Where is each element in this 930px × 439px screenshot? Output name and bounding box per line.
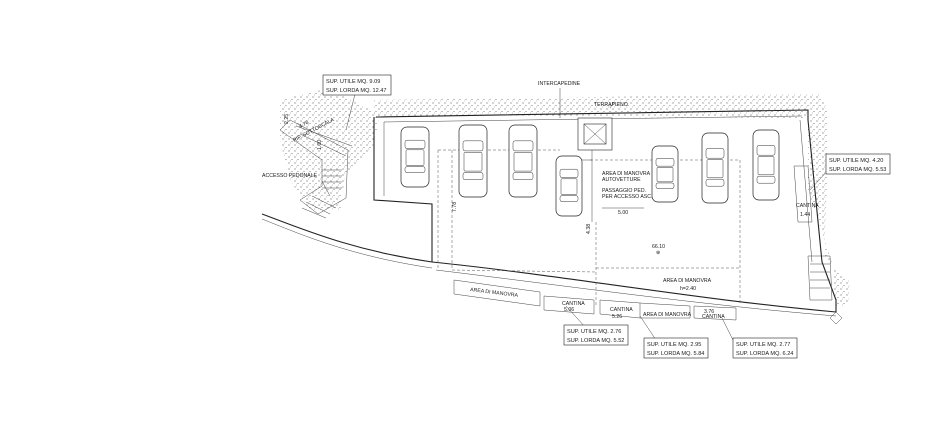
cantina-label-2: CANTINA: [610, 307, 633, 313]
info-box-5: SUP. UTILE MQ. 2.77 SUP. LORDA MQ. 6.24: [732, 337, 798, 359]
car-3: [508, 124, 538, 198]
dim-778: 7.78: [452, 202, 458, 212]
h-value-label: h=2.40: [680, 286, 696, 292]
area-manovra-autovetture-1: AREA DI MANOVRA: [602, 171, 651, 177]
dim-376: 3.76: [704, 309, 714, 315]
info-box-3-utile: SUP. UTILE MQ. 2.76: [567, 329, 621, 335]
cantina-label-1: CANTINA: [562, 301, 585, 307]
dim-225: 2.25: [284, 114, 290, 124]
area-manovra-bottom-left: AREA DI MANOVRA: [470, 287, 519, 299]
passaggio-label-2: PER ACCESSO ASC.: [602, 194, 652, 200]
info-box-4-utile: SUP. UTILE MQ. 2.95: [647, 342, 701, 348]
car-5: [651, 145, 679, 203]
info-box-5-lorda: SUP. LORDA MQ. 6.24: [736, 351, 793, 357]
dim-438: 4.38: [586, 224, 592, 234]
parked-cars: [400, 124, 780, 217]
car-4: [555, 155, 583, 217]
info-box-1-utile: SUP. UTILE MQ. 9.09: [326, 79, 380, 85]
terrapieno-label: TERRAPIENO: [594, 102, 628, 108]
passaggio-label-1: PASSAGGIO PED.: [602, 188, 646, 194]
info-box-5-utile: SUP. UTILE MQ. 2.77: [736, 342, 790, 348]
info-box-2: SUP. UTILE MQ. 4.20 SUP. LORDA MQ. 5.53: [825, 153, 891, 175]
info-box-4-lorda: SUP. LORDA MQ. 5.84: [647, 351, 704, 357]
area-manovra-bottom-mid: AREA DI MANOVRA: [643, 312, 692, 318]
cantina-label-3: CANTINA: [702, 314, 725, 320]
car-7: [752, 129, 780, 201]
intercapedine-label: INTERCAPEDINE: [538, 81, 581, 87]
pedestrian-stair: [279, 119, 353, 219]
accesso-pedonale-label: ACCESSO PEDONALE: [262, 173, 318, 179]
dim-506: 5.06: [564, 307, 574, 313]
car-1: [400, 126, 430, 188]
right-stairs: [807, 255, 843, 325]
leader-lines: [321, 88, 831, 347]
interior-lines: [437, 149, 741, 306]
car-2: [458, 124, 488, 198]
area-manovra-center-label: AREA DI MANOVRA: [663, 278, 712, 284]
cantina-blocks: [453, 279, 737, 321]
level-mark: 66.10: [652, 244, 665, 250]
cantina-right-label: CANTINA: [796, 203, 819, 209]
cantina-right-block: [793, 165, 813, 223]
dim-100: 1.00: [317, 140, 323, 150]
area-manovra-autovetture-2: AUTOVETTURE: [602, 177, 641, 183]
info-box-2-lorda: SUP. LORDA MQ. 5.53: [829, 167, 886, 173]
dim-500: 5.00: [618, 210, 628, 216]
car-6: [701, 132, 729, 204]
level-symbol: ⊕: [656, 250, 660, 256]
info-box-4: SUP. UTILE MQ. 2.95 SUP. LORDA MQ. 5.84: [643, 337, 709, 359]
info-box-1-lorda: SUP. LORDA MQ. 12.47: [326, 88, 387, 94]
info-box-3-lorda: SUP. LORDA MQ. 5.52: [567, 338, 624, 344]
dim-476: 4.76: [298, 120, 310, 130]
dim-144: 1.44: [800, 212, 810, 218]
info-box-3: SUP. UTILE MQ. 2.76 SUP. LORDA MQ. 5.52: [563, 324, 629, 346]
terrapieno-soil: [280, 88, 850, 306]
dim-526: 5.26: [612, 314, 622, 320]
perimeter-curve: [261, 213, 837, 317]
elevator-shaft: [577, 117, 613, 151]
info-box-2-utile: SUP. UTILE MQ. 4.20: [829, 158, 883, 164]
info-box-1: SUP. UTILE MQ. 9.09 SUP. LORDA MQ. 12.47: [322, 74, 392, 96]
